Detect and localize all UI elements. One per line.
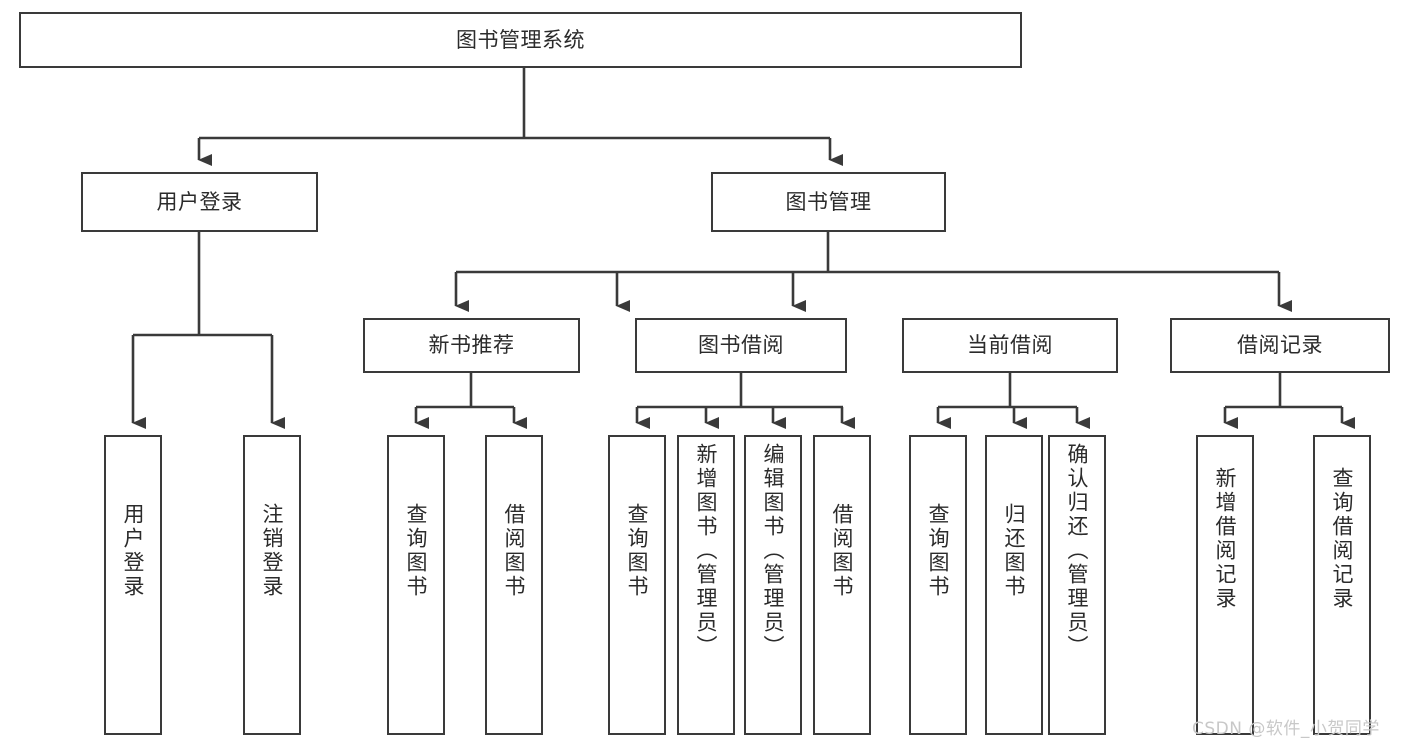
node-borrow-record[interactable]: 借阅记录 xyxy=(1170,318,1390,373)
node-root[interactable]: 图书管理系统 xyxy=(19,12,1022,68)
node-borrow-record-label: 借阅记录 xyxy=(1237,333,1323,358)
leaf-query-book-recommend-label: 查询图书 xyxy=(404,503,429,599)
leaf-add-borrow-record[interactable]: 新增借阅记录 xyxy=(1196,435,1254,735)
node-user-login-label: 用户登录 xyxy=(156,189,243,214)
node-book-management-label: 图书管理 xyxy=(785,189,872,214)
node-book-management[interactable]: 图书管理 xyxy=(711,172,946,232)
leaf-borrow-book-recommend[interactable]: 借阅图书 xyxy=(485,435,543,735)
node-root-label: 图书管理系统 xyxy=(456,27,585,52)
leaf-query-book-borrow-label: 查询图书 xyxy=(625,503,650,599)
node-book-borrow[interactable]: 图书借阅 xyxy=(635,318,847,373)
node-new-book-recommend-label: 新书推荐 xyxy=(428,333,515,358)
watermark: CSDN @软件_小贺同学 xyxy=(1192,719,1380,739)
leaf-edit-book-admin-label: 编辑图书（管理员） xyxy=(761,443,786,659)
leaf-query-book-current-label: 查询图书 xyxy=(926,503,951,599)
node-user-login[interactable]: 用户登录 xyxy=(81,172,318,232)
leaf-add-book-admin-label: 新增图书（管理员） xyxy=(694,443,719,659)
leaf-confirm-return-admin-label: 确认归还（管理员） xyxy=(1065,443,1090,659)
leaf-return-book-label: 归还图书 xyxy=(1002,503,1027,599)
leaf-borrow-book[interactable]: 借阅图书 xyxy=(813,435,871,735)
leaf-query-book-recommend[interactable]: 查询图书 xyxy=(387,435,445,735)
leaf-return-book[interactable]: 归还图书 xyxy=(985,435,1043,735)
leaf-query-book-borrow[interactable]: 查询图书 xyxy=(608,435,666,735)
node-book-borrow-label: 图书借阅 xyxy=(698,333,784,358)
leaf-borrow-book-label: 借阅图书 xyxy=(830,503,855,599)
leaf-borrow-book-recommend-label: 借阅图书 xyxy=(502,503,527,599)
leaf-confirm-return-admin[interactable]: 确认归还（管理员） xyxy=(1048,435,1106,735)
leaf-query-book-current[interactable]: 查询图书 xyxy=(909,435,967,735)
leaf-add-book-admin[interactable]: 新增图书（管理员） xyxy=(677,435,735,735)
node-current-borrow[interactable]: 当前借阅 xyxy=(902,318,1118,373)
leaf-user-login[interactable]: 用户登录 xyxy=(104,435,162,735)
node-current-borrow-label: 当前借阅 xyxy=(967,333,1053,358)
leaf-logout[interactable]: 注销登录 xyxy=(243,435,301,735)
leaf-logout-label: 注销登录 xyxy=(260,503,285,599)
leaf-add-borrow-record-label: 新增借阅记录 xyxy=(1213,467,1238,611)
leaf-query-borrow-record[interactable]: 查询借阅记录 xyxy=(1313,435,1371,735)
leaf-query-borrow-record-label: 查询借阅记录 xyxy=(1330,467,1355,611)
leaf-edit-book-admin[interactable]: 编辑图书（管理员） xyxy=(744,435,802,735)
leaf-user-login-label: 用户登录 xyxy=(121,503,146,599)
node-new-book-recommend[interactable]: 新书推荐 xyxy=(363,318,580,373)
